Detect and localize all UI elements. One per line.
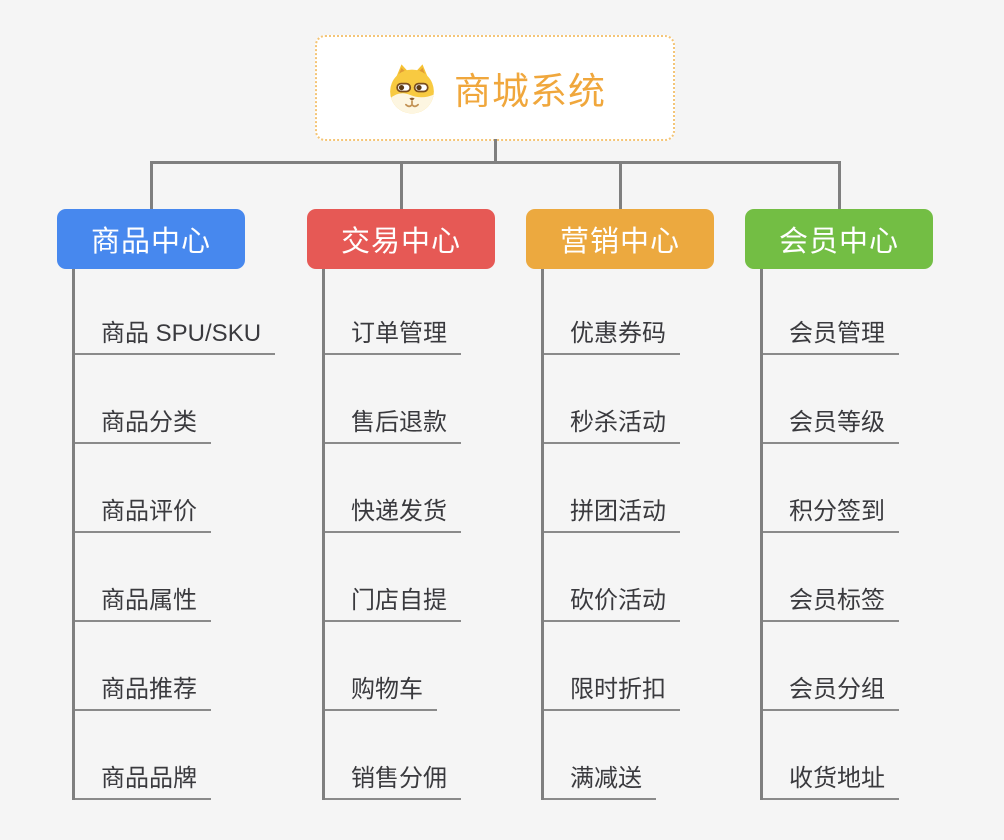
branch-topic-label: 商品中心 <box>90 226 211 258</box>
branch-topic-0[interactable]: 商品中心 <box>57 209 245 269</box>
branch-3-children: 会员管理会员等级积分签到会员标签会员分组收货地址 <box>760 269 990 800</box>
child-topic-0-5[interactable]: 商品品牌 <box>75 711 211 800</box>
child-topic-0-2[interactable]: 商品评价 <box>75 444 211 533</box>
branch-topic-3[interactable]: 会员中心 <box>745 209 933 269</box>
child-topic-1-5[interactable]: 销售分佣 <box>325 711 461 800</box>
child-topic-1-4[interactable]: 购物车 <box>325 622 437 711</box>
child-topic-0-3[interactable]: 商品属性 <box>75 533 211 622</box>
child-topic-3-2[interactable]: 积分签到 <box>763 444 899 533</box>
branch-topic-2[interactable]: 营销中心 <box>526 209 714 269</box>
child-topic-1-3[interactable]: 门店自提 <box>325 533 461 622</box>
child-topic-3-5[interactable]: 收货地址 <box>763 711 899 800</box>
child-topic-2-4[interactable]: 限时折扣 <box>544 622 680 711</box>
child-topic-3-1[interactable]: 会员等级 <box>763 355 899 444</box>
branch-topic-label: 会员中心 <box>778 226 899 258</box>
connector-bus <box>151 161 839 164</box>
child-topic-2-5[interactable]: 满减送 <box>544 711 656 800</box>
branch-topic-1[interactable]: 交易中心 <box>307 209 495 269</box>
root-topic[interactable]: 商城系统 <box>315 35 675 141</box>
child-topic-2-1[interactable]: 秒杀活动 <box>544 355 680 444</box>
child-topic-1-2[interactable]: 快递发货 <box>325 444 461 533</box>
connector-branch-drop <box>837 161 841 209</box>
branch-topic-label: 营销中心 <box>559 226 680 258</box>
child-topic-0-4[interactable]: 商品推荐 <box>75 622 211 711</box>
connector-branch-drop <box>618 161 622 209</box>
child-topic-3-4[interactable]: 会员分组 <box>763 622 899 711</box>
connector-branch-drop <box>149 161 153 209</box>
connector-branch-drop <box>399 161 403 209</box>
branch-topic-label: 交易中心 <box>340 226 461 258</box>
connector-root-drop <box>493 139 497 164</box>
child-topic-0-0[interactable]: 商品 SPU/SKU <box>75 269 276 355</box>
branch-1-children: 订单管理售后退款快递发货门店自提购物车销售分佣 <box>322 269 552 800</box>
child-topic-0-1[interactable]: 商品分类 <box>75 355 211 444</box>
dog-face-icon <box>390 64 434 114</box>
root-topic-title: 商城系统 <box>454 71 606 112</box>
child-topic-2-2[interactable]: 拼团活动 <box>544 444 680 533</box>
child-topic-2-0[interactable]: 优惠券码 <box>544 269 680 355</box>
child-topic-1-1[interactable]: 售后退款 <box>325 355 461 444</box>
child-topic-3-0[interactable]: 会员管理 <box>763 269 899 355</box>
child-topic-2-3[interactable]: 砍价活动 <box>544 533 680 622</box>
child-topic-1-0[interactable]: 订单管理 <box>325 269 461 355</box>
child-topic-3-3[interactable]: 会员标签 <box>763 533 899 622</box>
branch-2-children: 优惠券码秒杀活动拼团活动砍价活动限时折扣满减送 <box>541 269 771 800</box>
